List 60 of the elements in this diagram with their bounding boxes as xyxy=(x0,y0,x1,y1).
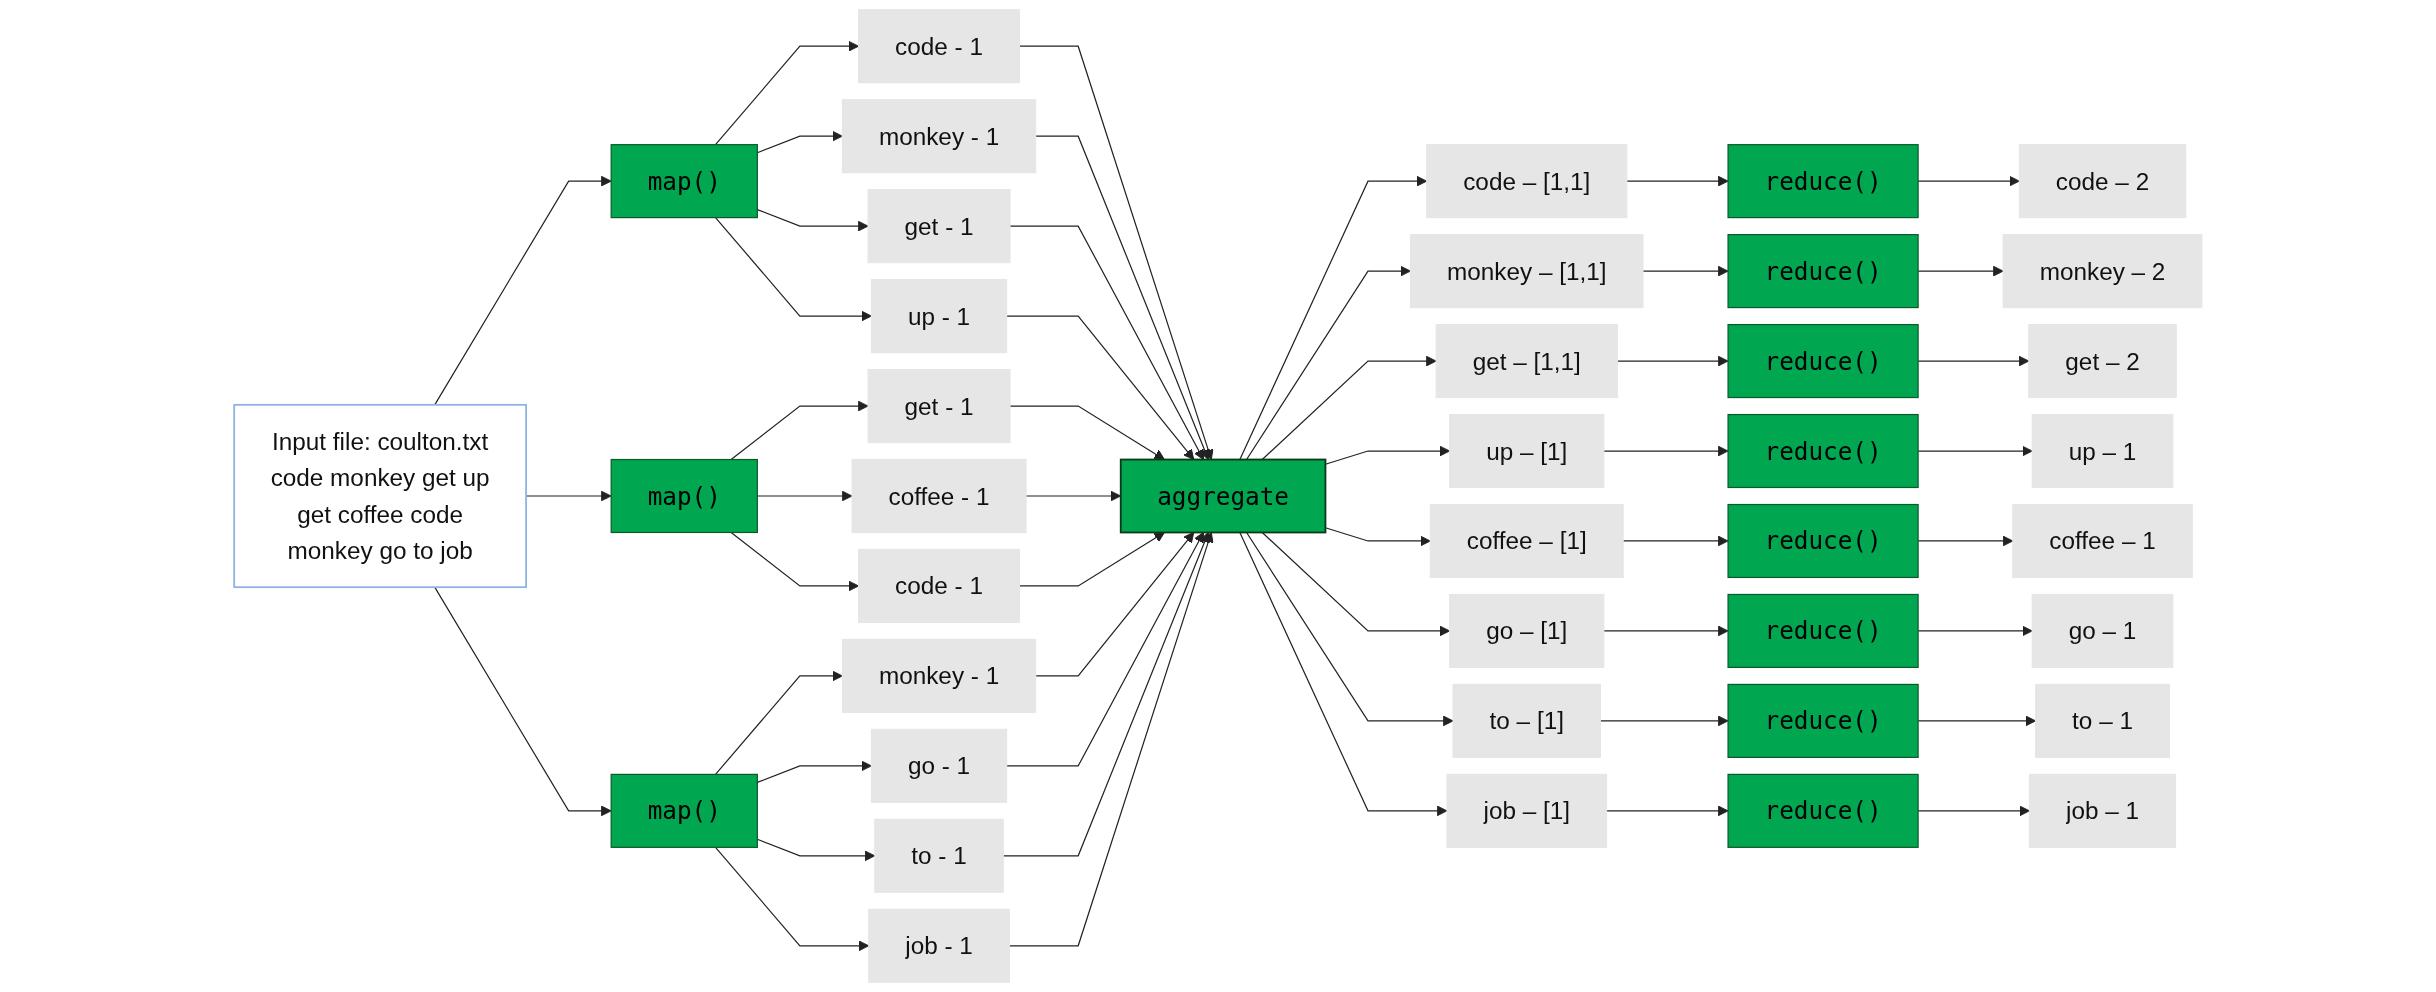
node-box: go - 1 xyxy=(870,728,1008,803)
node-box: reduce() xyxy=(1727,323,1919,399)
arrow xyxy=(1239,531,1448,817)
arrow xyxy=(1009,225,1204,460)
arrow xyxy=(1035,135,1210,460)
node-box: to – [1] xyxy=(1452,683,1601,758)
arrow xyxy=(1008,532,1214,947)
arrow xyxy=(1642,265,1729,277)
node-box: reduce() xyxy=(1727,413,1919,489)
arrow xyxy=(1009,405,1165,460)
node-box: job – [1] xyxy=(1446,773,1608,848)
node-box: get - 1 xyxy=(867,368,1011,444)
node-box: code - 1 xyxy=(858,548,1021,624)
node-box: up – 1 xyxy=(2031,413,2174,489)
arrow xyxy=(1603,625,1729,637)
node-box: reduce() xyxy=(1727,144,1919,219)
node-box: map() xyxy=(610,144,758,219)
arrow xyxy=(434,586,612,817)
node-box: map() xyxy=(610,458,758,534)
node-box: coffee – 1 xyxy=(2012,503,2193,579)
arrow xyxy=(1035,532,1195,677)
node-box: job – 1 xyxy=(2028,773,2177,848)
node-box: go – 1 xyxy=(2031,593,2174,668)
node-box: monkey - 1 xyxy=(841,638,1037,713)
arrow xyxy=(1603,445,1729,457)
node-box: coffee – [1] xyxy=(1429,503,1624,579)
node-box: reduce() xyxy=(1727,593,1919,668)
node-box: code – [1,1] xyxy=(1426,144,1628,219)
arrow xyxy=(714,670,843,775)
node-box: job - 1 xyxy=(868,908,1010,983)
node-box: to – 1 xyxy=(2035,683,2170,758)
node-box: reduce() xyxy=(1727,683,1919,758)
node-box: coffee - 1 xyxy=(851,458,1027,534)
node-box: to - 1 xyxy=(874,818,1004,893)
node-box: map() xyxy=(610,773,758,848)
node-box: monkey - 1 xyxy=(841,99,1037,174)
node-box: up - 1 xyxy=(870,279,1008,354)
node-box: get – [1,1] xyxy=(1435,323,1618,399)
node-box: get – 2 xyxy=(2028,323,2177,399)
arrow xyxy=(1626,175,1729,187)
node-box: reduce() xyxy=(1727,773,1919,848)
arrow xyxy=(714,217,872,322)
node-box: reduce() xyxy=(1727,503,1919,579)
arrow xyxy=(1261,355,1437,461)
node-box: up – [1] xyxy=(1449,413,1605,489)
node-box: go – [1] xyxy=(1449,593,1605,668)
arrow xyxy=(1246,265,1411,461)
node-box: code - 1 xyxy=(858,9,1021,84)
node-box: Input file: coulton.txt code monkey get up get coffee code monkey go to job xyxy=(233,403,527,589)
node-box: monkey – [1,1] xyxy=(1409,234,1644,309)
node-box: get - 1 xyxy=(867,189,1011,264)
node-box: monkey – 2 xyxy=(2002,234,2203,309)
arrow xyxy=(1006,315,1195,460)
node-box: aggregate xyxy=(1119,458,1327,534)
arrow xyxy=(730,400,869,461)
node-box: reduce() xyxy=(1727,234,1919,309)
arrow xyxy=(1246,531,1454,727)
node-box: code – 2 xyxy=(2018,144,2187,219)
arrow xyxy=(434,175,612,406)
arrow xyxy=(1006,532,1204,767)
